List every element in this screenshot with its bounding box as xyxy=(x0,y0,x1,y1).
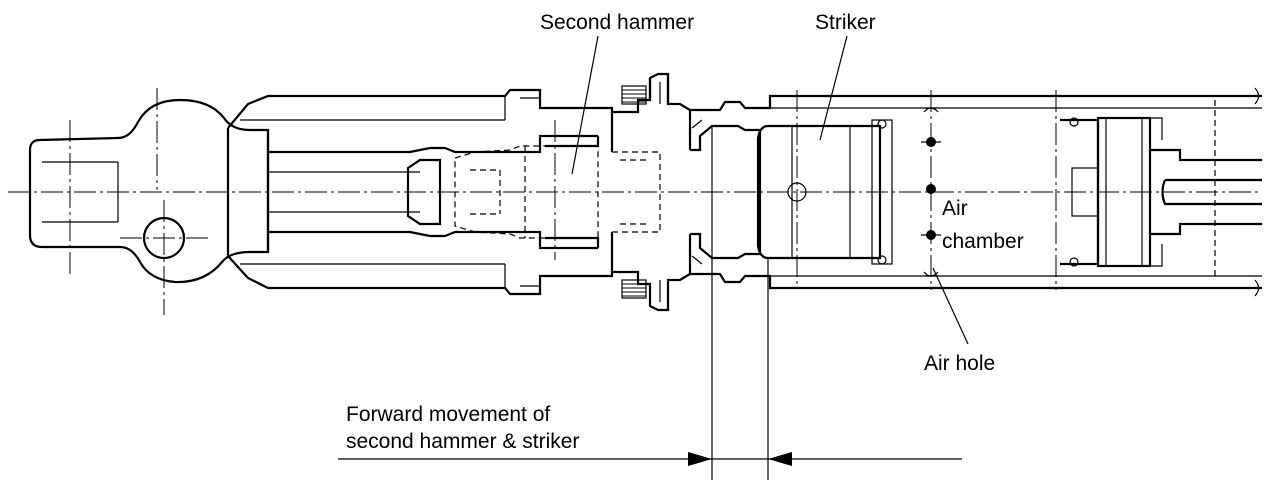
second-hammer-head xyxy=(690,119,762,265)
piston xyxy=(1055,90,1262,290)
air-holes xyxy=(921,90,941,290)
forward-movement-label-line2: second hammer & striker xyxy=(346,430,580,453)
air-chamber-label-line1: Air xyxy=(942,197,968,220)
leader-air-hole xyxy=(932,267,969,345)
leader-striker xyxy=(819,35,848,141)
second-hammer-body xyxy=(406,120,600,260)
leader-second-hammer xyxy=(571,35,599,175)
tool-holder-bore xyxy=(268,134,598,250)
barrel-housing xyxy=(690,87,1262,297)
striker-label: Striker xyxy=(815,11,876,34)
arrow-right-icon xyxy=(688,452,712,466)
forward-movement-label-line1: Forward movement of xyxy=(346,403,551,426)
air-chamber-label-line2: chamber xyxy=(942,230,1024,253)
forward-movement-dimension xyxy=(338,258,962,480)
second-hammer-label: Second hammer xyxy=(540,11,695,34)
outer-sleeve xyxy=(226,88,598,296)
tool-holder xyxy=(28,88,270,315)
arrow-left-icon xyxy=(768,452,792,466)
front-cover xyxy=(598,72,692,312)
air-hole-label: Air hole xyxy=(924,352,996,375)
